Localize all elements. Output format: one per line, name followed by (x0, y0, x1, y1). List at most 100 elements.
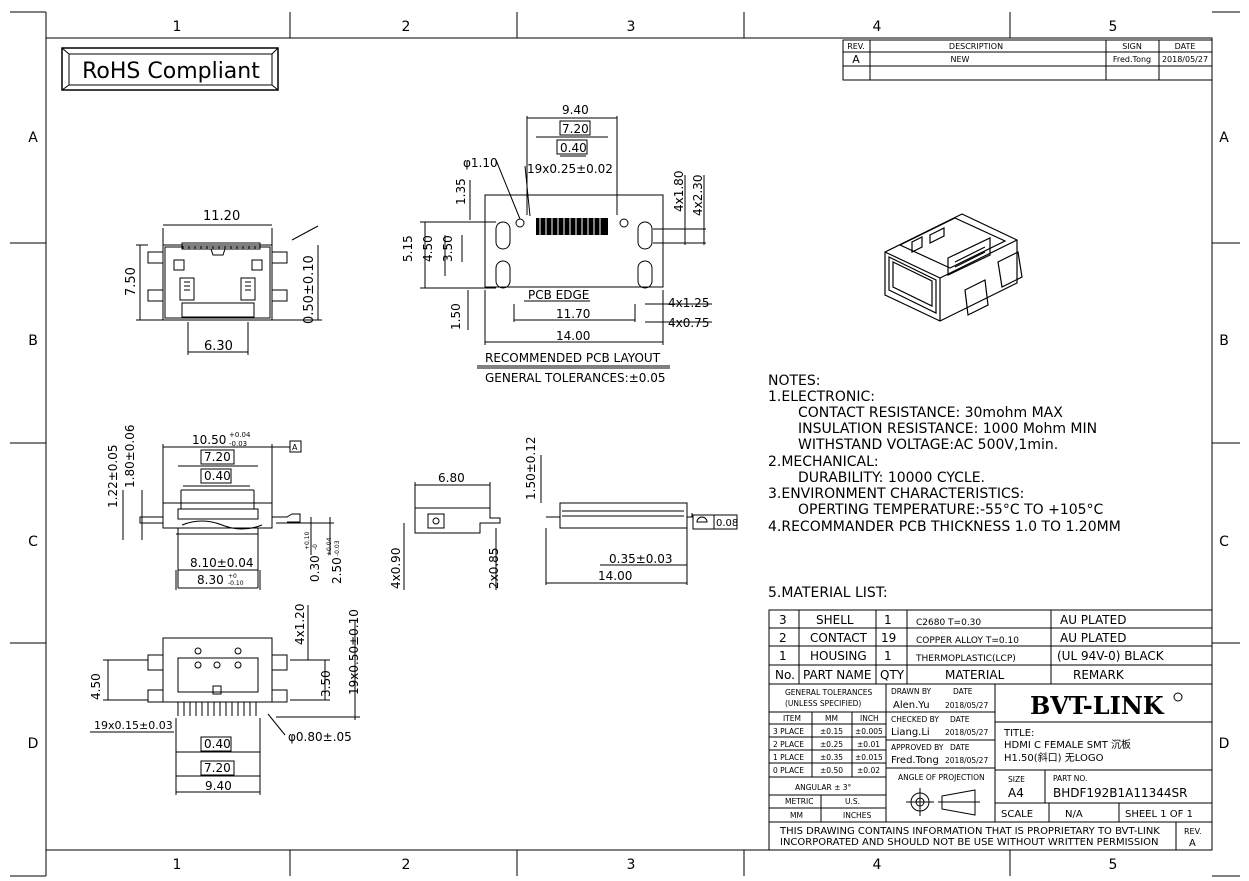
checked-by-label: CHECKED BY (891, 715, 939, 724)
angle-projection-label: ANGLE OF PROJECTION (898, 773, 985, 782)
mat-remark-2: AU PLATED (1060, 631, 1126, 645)
front-d030: 0.30 (308, 555, 322, 582)
bottom-d050: 19x0.50±0.10 (347, 609, 361, 695)
mat-part-3: SHELL (816, 613, 854, 627)
bottom-d720: 7.20 (204, 761, 231, 775)
bottom-d940: 9.40 (205, 779, 232, 793)
rev-value-block: A (1189, 838, 1196, 849)
top-view-depth: 7.50 (124, 267, 139, 296)
front-d250-tol-bot: -0.03 (334, 540, 341, 556)
front-d122: 1.22±0.05 (106, 445, 120, 509)
zone-col-2b: 2 (402, 857, 411, 873)
desc-value: NEW (951, 55, 970, 64)
pcb-d350: 3.50 (441, 235, 455, 262)
side-view: 6.80 4x0.90 2x0.85 (389, 471, 501, 590)
zone-row-b: B (28, 333, 38, 349)
registered-mark (1173, 692, 1183, 702)
top-view-opening: 6.30 (204, 339, 233, 354)
gen-tol-label: GENERAL TOLERANCES (785, 688, 873, 697)
front-d830: 8.30 (197, 573, 224, 587)
zone-row-a2: A (1219, 130, 1229, 146)
mm-label: MM (790, 811, 803, 820)
note-line-7: 3.ENVIRONMENT CHARACTERISTICS: (768, 486, 1024, 502)
front-d030-tol-bot: -0 (312, 544, 319, 550)
datum-a-box (289, 440, 302, 453)
bottom-hole: φ0.80±.05 (288, 730, 352, 744)
mat-head-part: PART NAME (803, 668, 871, 682)
zone-row-c2: C (1219, 534, 1229, 550)
zone-col-5: 5 (1109, 19, 1118, 35)
tol-head-item: ITEM (783, 714, 801, 723)
bottom-d040: 0.40 (204, 737, 231, 751)
zone-col-1: 1 (173, 19, 182, 35)
tol-1-inch: ±0.015 (855, 753, 883, 762)
mat-head-no: No. (775, 668, 795, 682)
zone-row-d: D (28, 736, 39, 752)
pcb-d135: 1.35 (454, 178, 468, 205)
sign-value: Fred.Tong (1113, 55, 1151, 64)
approved-name: Fred.Tong (891, 755, 939, 766)
front-d810: 8.10±0.04 (190, 556, 254, 570)
tol-1-mm: ±0.35 (820, 753, 843, 762)
proprietary-line-2: INCORPORATED AND SHOULD NOT BE USE WITHO… (780, 837, 1159, 848)
bottom-view: 4x1.20 19x0.50±0.10 4.50 3.50 19x0.15±0.… (89, 604, 361, 795)
front-view: 10.50 +0.04 -0.03 7.20 0.40 1.22±0.05 1.… (106, 425, 344, 590)
note-line-5: 2.MECHANICAL: (768, 454, 879, 470)
top-view: 11.20 7.50 6.30 0.50±0.10 (124, 209, 322, 355)
front-width-tol-top: +0.04 (229, 431, 251, 439)
pcb-slot-w: 4x1.25 (668, 296, 709, 310)
unless-label: (UNLESS SPECIFIED) (785, 699, 861, 708)
note-line-3: INSULATION RESISTANCE: 1000 Mohm MIN (798, 421, 1097, 437)
mat-head-remark: REMARK (1073, 668, 1125, 682)
note-line-8: OPERTING TEMPERATURE:-55°C TO +105°C (798, 502, 1104, 518)
zone-col-3: 3 (627, 19, 636, 35)
approved-date: 2018/05/27 (945, 756, 988, 765)
revision-table: REV. DESCRIPTION SIGN DATE A NEW Fred.To… (842, 39, 1213, 81)
proprietary-line-1: THIS DRAWING CONTAINS INFORMATION THAT I… (779, 826, 1160, 837)
datum-a: A (292, 443, 298, 452)
rev-value: A (852, 53, 860, 66)
pcb-d450: 4.50 (421, 235, 435, 262)
zone-col-5b: 5 (1109, 857, 1118, 873)
pcb-pitch: 19x0.25±0.02 (527, 162, 613, 176)
material-list-title: 5.MATERIAL LIST: (768, 585, 888, 601)
side2-d150: 1.50±0.12 (524, 437, 538, 501)
top-view-width: 11.20 (203, 209, 240, 224)
zone-row-b2: B (1219, 333, 1229, 349)
note-line-2: CONTACT RESISTANCE: 30mohm MAX (798, 405, 1063, 421)
sign-header: SIGN (1122, 42, 1142, 51)
mat-qty-3: 1 (884, 613, 892, 627)
side2-d1400: 14.00 (598, 569, 632, 583)
zone-row-a: A (28, 130, 38, 146)
notes-title: NOTES: (768, 373, 821, 389)
checked-date: 2018/05/27 (945, 728, 988, 737)
pcb-d515: 5.15 (401, 235, 415, 262)
title-label: TITLE: (1003, 728, 1034, 739)
front-d720: 7.20 (204, 450, 231, 464)
pcb-pad-offset: 0.40 (560, 141, 587, 155)
zone-col-4b: 4 (873, 857, 882, 873)
mat-no-2: 2 (779, 631, 787, 645)
tol-3-inch: ±0.005 (855, 727, 883, 736)
part-number: BHDF192B1A11344SR (1053, 786, 1188, 800)
mat-remark-1: (UL 94V-0) BLACK (1057, 649, 1165, 663)
bottom-d350: 3.50 (319, 670, 333, 697)
drawn-name: Alen.Yu (893, 700, 930, 711)
pcb-layout-view: 9.40 7.20 0.40 φ1.10 19x0.25±0.02 1.35 5… (401, 103, 712, 385)
side-d2x085: 2x0.85 (487, 548, 501, 589)
pcb-d1400: 14.00 (556, 329, 590, 343)
pcb-tolerance: GENERAL TOLERANCES:±0.05 (485, 371, 665, 385)
tol-0-inch: ±0.02 (857, 766, 880, 775)
tol-1-item: 1 PLACE (773, 753, 804, 762)
checked-date-label: DATE (950, 715, 970, 724)
drawn-date-label: DATE (953, 687, 973, 696)
front-d180: 1.80±0.06 (123, 425, 137, 489)
date-header: DATE (1175, 42, 1196, 51)
tol-0-item: 0 PLACE (773, 766, 804, 775)
size-value: A4 (1008, 786, 1024, 800)
mat-part-1: HOUSING (810, 649, 867, 663)
desc-header: DESCRIPTION (949, 42, 1003, 51)
tol-2-item: 2 PLACE (773, 740, 804, 749)
pcb-d150: 1.50 (449, 303, 463, 330)
tol-head-inch: INCH (860, 714, 879, 723)
